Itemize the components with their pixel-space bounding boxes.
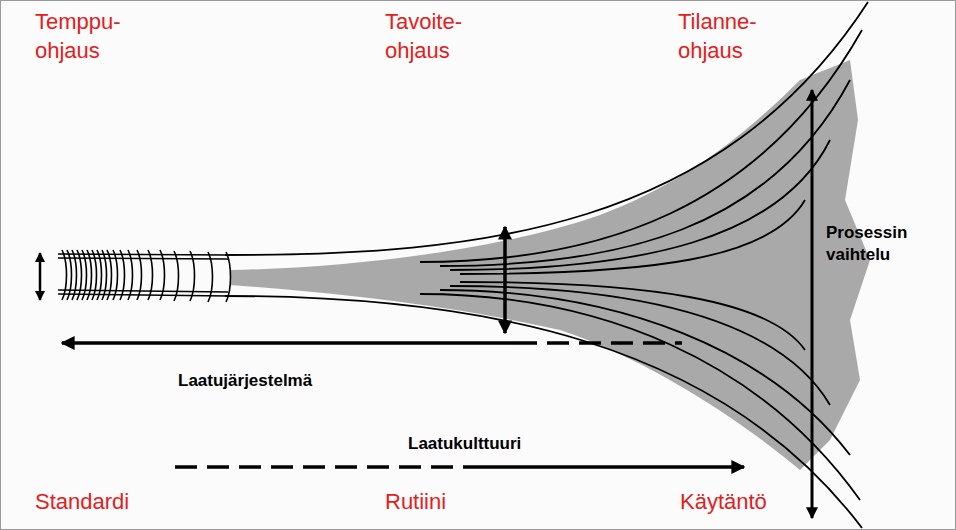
level-label: Rutiini	[385, 488, 446, 517]
arrow-label: Laatujärjestelmä	[178, 370, 312, 392]
axis-label: Prosessin vaihtelu	[826, 222, 926, 266]
arrow-label: Laatukulttuuri	[408, 433, 521, 455]
method-label: Tavoite- ohjaus	[385, 8, 485, 65]
funnel-curves	[225, 2, 868, 528]
level-label: Standardi	[35, 488, 129, 517]
tube-lines	[58, 254, 228, 296]
arrows	[40, 90, 812, 518]
spring-coils	[62, 250, 231, 302]
method-label: Tilanne- ohjaus	[678, 8, 778, 65]
level-label: Käytäntö	[680, 488, 767, 517]
method-label: Temppu- ohjaus	[35, 8, 135, 65]
